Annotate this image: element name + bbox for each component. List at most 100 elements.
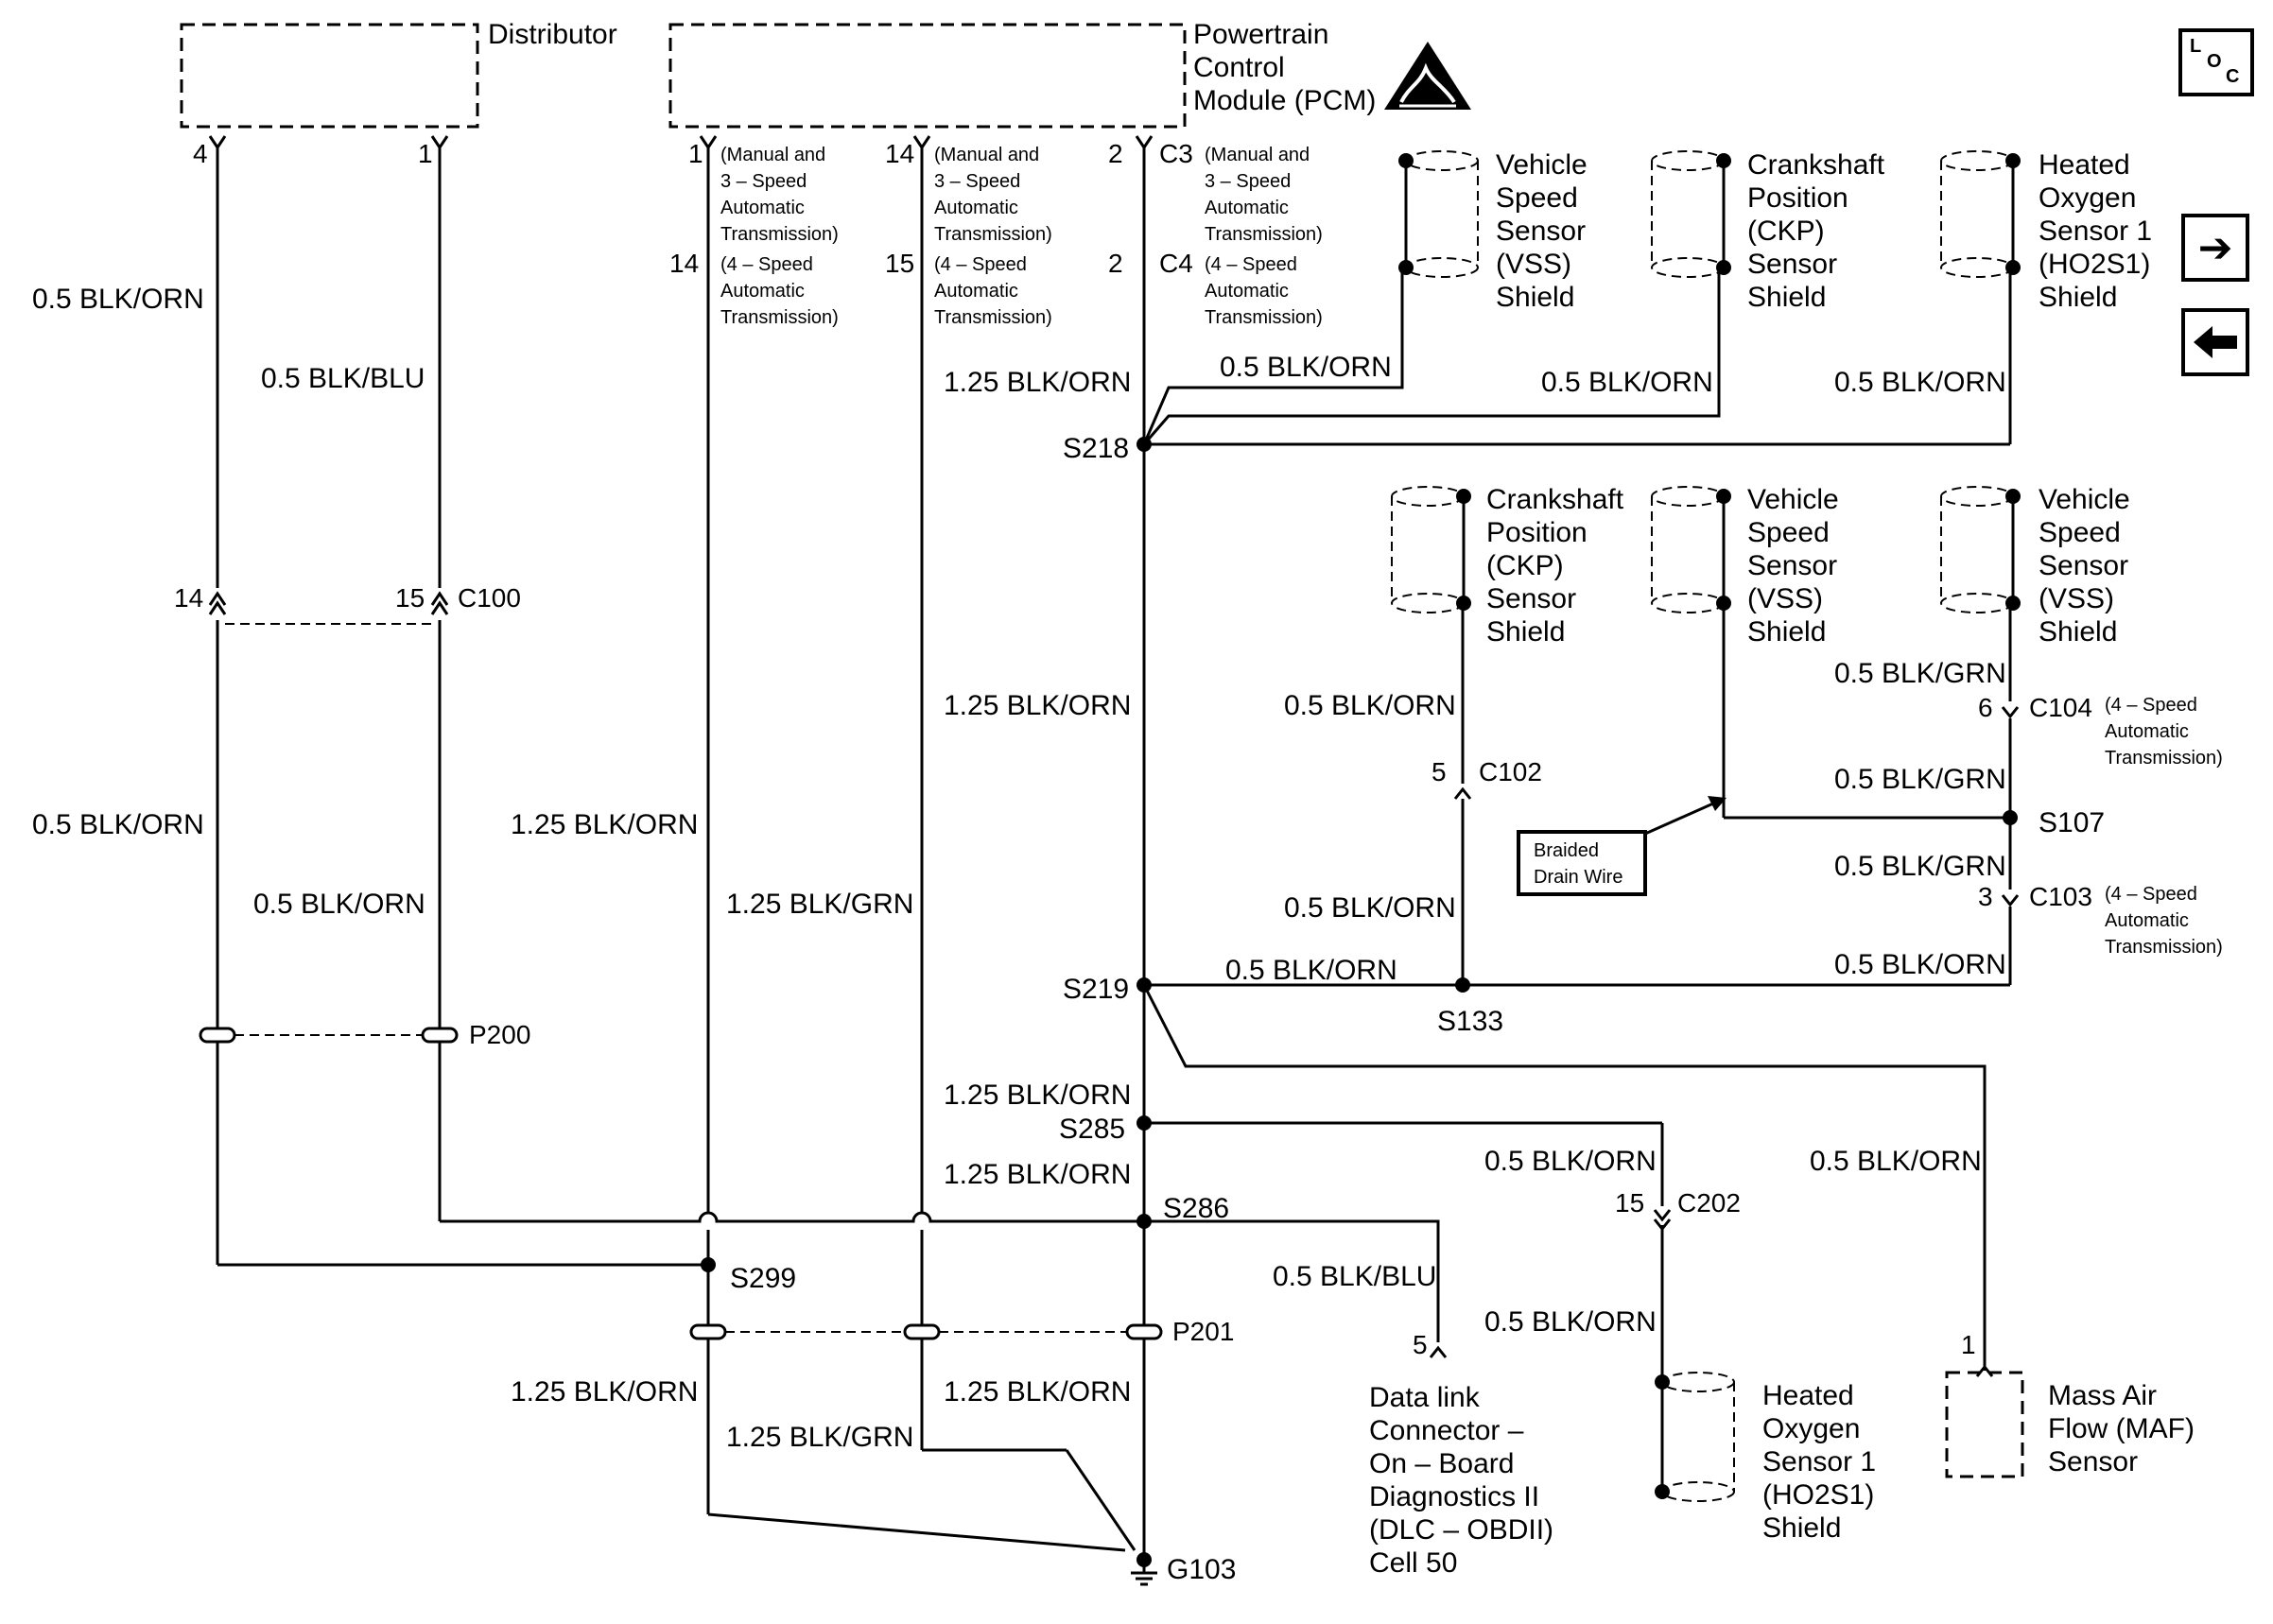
svg-text:Shield: Shield <box>2039 282 2117 313</box>
vss-shield-mid1-icon[interactable] <box>1651 486 1726 613</box>
connector-p200-icon[interactable] <box>199 1027 459 1044</box>
svg-text:Automatic: Automatic <box>720 281 805 302</box>
pin-5-c102: 5 <box>1431 757 1447 786</box>
next-page-button[interactable]: ➔ <box>2181 214 2249 282</box>
pin-3-c103: 3 <box>1978 882 1993 911</box>
svg-text:1.25 BLK/ORN: 1.25 BLK/ORN <box>944 1159 1131 1190</box>
svg-text:(Manual and: (Manual and <box>720 145 825 165</box>
pin-14-pcm: 14 <box>885 139 914 168</box>
ckp-shield-mid-icon[interactable] <box>1391 486 1466 613</box>
svg-text:On – Board: On – Board <box>1369 1448 1514 1479</box>
svg-text:0.5 BLK/BLU: 0.5 BLK/BLU <box>1273 1261 1436 1292</box>
svg-text:0.5 BLK/ORN: 0.5 BLK/ORN <box>32 284 204 315</box>
svg-text:Connector –: Connector – <box>1369 1415 1524 1446</box>
svg-text:1.25 BLK/ORN: 1.25 BLK/ORN <box>511 1376 698 1408</box>
c103-note-1: (4 – Speed <box>2105 884 2197 905</box>
pcm-note-group-2: (Manual and 3 – Speed Automatic Transmis… <box>934 145 1052 328</box>
svg-text:Sensor: Sensor <box>1747 550 1837 581</box>
c104-note-2: Automatic <box>2105 721 2189 742</box>
svg-text:Cell 50: Cell 50 <box>1369 1547 1457 1579</box>
arrow-left-icon <box>2194 326 2237 358</box>
connector-c202-icon[interactable] <box>1653 1209 1672 1232</box>
previous-page-button[interactable] <box>2181 308 2249 376</box>
svg-text:Vehicle: Vehicle <box>1747 484 1839 515</box>
svg-text:Shield: Shield <box>1496 282 1574 313</box>
braided-label-1: Braided <box>1534 840 1599 861</box>
maf-sensor-box[interactable] <box>1945 1371 2024 1478</box>
svg-text:Automatic: Automatic <box>934 281 1018 302</box>
connector-c102-label: C102 <box>1479 757 1542 786</box>
svg-text:0.5 BLK/GRN: 0.5 BLK/GRN <box>1834 658 2006 689</box>
ground-g103-icon <box>1131 1560 1157 1586</box>
svg-text:Automatic: Automatic <box>720 198 805 218</box>
svg-text:S107: S107 <box>2039 807 2105 838</box>
splice-labels: S218 S219 S285 S286 S299 S133 S107 <box>730 433 2105 1294</box>
svg-text:Vehicle: Vehicle <box>2039 484 2130 515</box>
pin-2-pcm-c4: 2 <box>1108 249 1123 278</box>
svg-text:Sensor: Sensor <box>1747 249 1837 280</box>
svg-text:(CKP): (CKP) <box>1486 550 1564 581</box>
connector-p200-label: P200 <box>469 1020 530 1049</box>
wire-labels: 0.5 BLK/ORN 0.5 BLK/BLU 0.5 BLK/ORN 0.5 … <box>32 284 2006 1453</box>
pin-14-c100: 14 <box>174 583 203 613</box>
ho2s-shield-top-icon[interactable] <box>1940 150 2015 278</box>
maf-pin-icon[interactable] <box>1975 1364 1994 1377</box>
connector-c104-icon[interactable] <box>2001 706 2020 719</box>
vss-shield-mid2-icon[interactable] <box>1940 486 2015 613</box>
svg-text:Crankshaft: Crankshaft <box>1747 149 1885 181</box>
svg-text:1.25 BLK/ORN: 1.25 BLK/ORN <box>944 1080 1131 1111</box>
vss-shield-top-label: Vehicle Speed Sensor (VSS) Shield <box>1496 149 1588 313</box>
svg-text:Shield: Shield <box>1486 616 1565 648</box>
svg-text:3 – Speed: 3 – Speed <box>1205 171 1291 192</box>
pin-1-maf: 1 <box>1961 1330 1976 1359</box>
svg-text:Oxygen: Oxygen <box>2039 182 2136 214</box>
svg-text:1.25 BLK/ORN: 1.25 BLK/ORN <box>511 809 698 840</box>
svg-text:Speed: Speed <box>1747 517 1830 548</box>
braided-drain-wire-box <box>1517 830 1647 896</box>
svg-text:Transmission): Transmission) <box>1205 307 1323 328</box>
vss-shield-mid2-label: Vehicle Speed Sensor (VSS) Shield <box>2039 484 2130 648</box>
svg-text:1.25 BLK/ORN: 1.25 BLK/ORN <box>944 367 1131 398</box>
pin-1-pcm: 1 <box>688 139 703 168</box>
vss-shield-top-icon[interactable] <box>1404 150 1479 278</box>
svg-text:Shield: Shield <box>1762 1512 1841 1544</box>
svg-text:0.5 BLK/ORN: 0.5 BLK/ORN <box>1484 1146 1657 1177</box>
pcm-box[interactable] <box>668 23 1187 129</box>
ho2s-shield-top-label: Heated Oxygen Sensor 1 (HO2S1) Shield <box>2039 149 2152 313</box>
connector-c103-icon[interactable] <box>2001 894 2020 907</box>
connector-c104-label: C104 <box>2029 693 2092 722</box>
svg-text:(HO2S1): (HO2S1) <box>1762 1479 1874 1511</box>
connector-c103-label: C103 <box>2029 882 2092 911</box>
svg-text:(HO2S1): (HO2S1) <box>2039 249 2150 280</box>
svg-text:0.5 BLK/BLU: 0.5 BLK/BLU <box>261 363 425 394</box>
dlc-pin-icon[interactable] <box>1429 1345 1448 1358</box>
connector-c100-label: C100 <box>458 583 521 613</box>
svg-text:(4 – Speed: (4 – Speed <box>1205 254 1297 275</box>
pin-15-c202: 15 <box>1615 1188 1644 1218</box>
svg-text:(VSS): (VSS) <box>1747 583 1823 614</box>
svg-text:Heated: Heated <box>2039 149 2130 181</box>
pin-6-c104: 6 <box>1978 693 1993 722</box>
ckp-shield-top-icon[interactable] <box>1651 150 1726 278</box>
distributor-box[interactable] <box>180 23 479 129</box>
connector-c100-icon[interactable] <box>208 591 449 625</box>
svg-text:S218: S218 <box>1063 433 1129 464</box>
ho2s-shield-bottom-label: Heated Oxygen Sensor 1 (HO2S1) Shield <box>1762 1380 1876 1544</box>
connector-p201-icon[interactable] <box>689 1323 1163 1340</box>
svg-text:(4 – Speed: (4 – Speed <box>720 254 813 275</box>
ho2s-shield-bottom-icon[interactable] <box>1660 1372 1735 1502</box>
locator-c: C <box>2226 66 2240 87</box>
locator-button[interactable]: L O C <box>2178 28 2254 96</box>
pcm-label-line3: Module (PCM) <box>1193 85 1376 116</box>
dlc-label: Data link Connector – On – Board Diagnos… <box>1369 1382 1553 1579</box>
svg-text:Flow (MAF): Flow (MAF) <box>2048 1413 2195 1444</box>
svg-text:0.5 BLK/GRN: 0.5 BLK/GRN <box>1834 764 2006 795</box>
locator-l: L <box>2190 36 2202 57</box>
svg-text:Crankshaft: Crankshaft <box>1486 484 1624 515</box>
svg-text:0.5 BLK/ORN: 0.5 BLK/ORN <box>1225 955 1397 986</box>
svg-text:1.25 BLK/ORN: 1.25 BLK/ORN <box>944 1376 1131 1408</box>
pin-1-distributor: 1 <box>418 139 433 168</box>
svg-text:1.25 BLK/GRN: 1.25 BLK/GRN <box>726 1422 913 1453</box>
svg-text:0.5 BLK/ORN: 0.5 BLK/ORN <box>1220 352 1392 383</box>
connector-c102-icon[interactable] <box>1453 786 1472 800</box>
